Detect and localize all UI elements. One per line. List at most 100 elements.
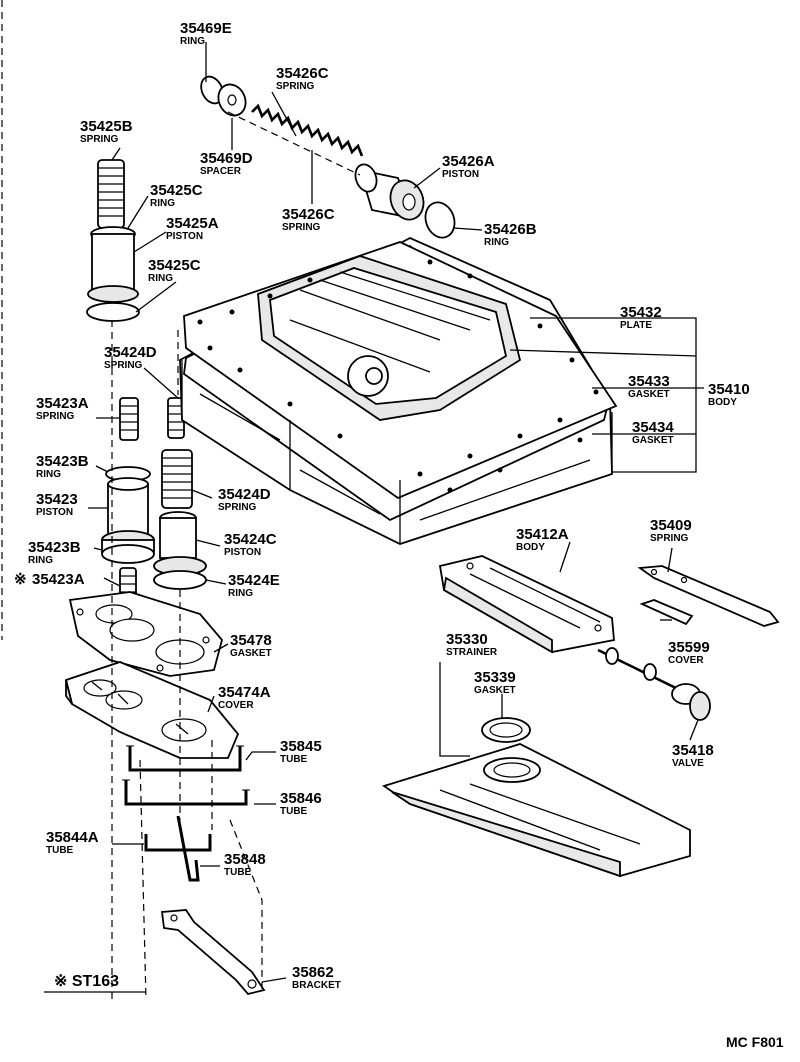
tube-35846-part	[122, 779, 250, 806]
part-number: 35844A	[46, 829, 99, 846]
part-number: 35434	[632, 419, 674, 436]
label-35423: 35423 PISTON	[36, 491, 78, 518]
part-number: 35432	[620, 304, 662, 321]
part-name: STRAINER	[446, 647, 498, 658]
part-number: 35330	[446, 631, 488, 648]
footnote-st163: ※ ST163	[54, 973, 119, 990]
label-35410: 35410 BODY	[708, 381, 750, 408]
part-number: 35469E	[180, 20, 232, 37]
part-number: 35412A	[516, 526, 569, 543]
part-name: GASKET	[230, 648, 272, 659]
label-35845: 35845 TUBE	[280, 738, 322, 765]
part-number: 35418	[672, 742, 714, 759]
part-number: 35423A	[32, 571, 85, 588]
part-number: 35423A	[36, 395, 89, 412]
label-35423a-upper: 35423A SPRING	[36, 395, 89, 422]
part-number: 35426C	[282, 206, 335, 223]
label-35424d-upper: 35424D SPRING	[104, 344, 157, 371]
label-35426b: 35426B RING	[484, 221, 537, 248]
part-number: 35424D	[104, 344, 157, 361]
label-35330: 35330 STRAINER	[446, 631, 498, 658]
part-name: TUBE	[280, 806, 308, 817]
valve-35418-part	[597, 647, 711, 721]
valve-body-35410-part	[179, 237, 618, 545]
ring-35426b-part	[424, 201, 456, 239]
part-name: SPRING	[36, 411, 75, 422]
label-35599: 35599 COVER	[668, 639, 710, 666]
part-name: RING	[228, 588, 253, 599]
label-35469e: 35469E RING	[180, 20, 232, 47]
part-number: 35433	[628, 373, 670, 390]
label-35339: 35339 GASKET	[474, 669, 516, 696]
asterisk-mark: ※	[14, 571, 27, 588]
part-number: 35423B	[36, 453, 89, 470]
part-name: RING	[180, 36, 205, 47]
part-number: 35425B	[80, 118, 133, 135]
part-name: PISTON	[36, 507, 73, 518]
part-name: SPRING	[282, 222, 321, 233]
piston-35424c-part	[153, 511, 207, 590]
label-35433: 35433 GASKET	[628, 373, 670, 400]
part-number: 35474A	[218, 684, 271, 701]
part-number: 35848	[224, 851, 266, 868]
label-35423b-upper: 35423B RING	[36, 453, 89, 480]
part-name: SPRING	[276, 81, 315, 92]
assembly-lines	[1, 0, 361, 1001]
piston-35425a-part	[86, 226, 140, 322]
tube-35844a-part	[144, 834, 212, 852]
part-name: SPRING	[80, 134, 119, 145]
label-35432: 35432 PLATE	[620, 304, 662, 331]
part-number: 35410	[708, 381, 750, 398]
label-35474a: 35474A COVER	[218, 684, 271, 711]
part-number: 35426C	[276, 65, 329, 82]
label-35425c-upper: 35425C RING	[150, 182, 203, 209]
part-name: TUBE	[224, 867, 252, 878]
part-number: 35339	[474, 669, 516, 686]
part-number: 35425C	[150, 182, 203, 199]
label-35469d: 35469D SPACER	[200, 150, 253, 177]
label-35846: 35846 TUBE	[280, 790, 322, 817]
cover-35599-part	[639, 599, 694, 626]
label-35424d-lower: 35424D SPRING	[218, 486, 271, 513]
part-number: 35424D	[218, 486, 271, 503]
piston-35423-part	[101, 466, 155, 564]
leader-lines	[44, 42, 704, 993]
body-35412a-part	[438, 555, 615, 654]
cover-35474a-part	[64, 661, 240, 759]
tube-35848-part	[176, 815, 200, 882]
label-35424e: 35424E RING	[228, 572, 280, 599]
part-name: SPACER	[200, 166, 242, 177]
label-35426a: 35426A PISTON	[442, 153, 495, 180]
label-35425a: 35425A PISTON	[166, 215, 219, 242]
part-name: RING	[28, 555, 53, 566]
part-name: COVER	[218, 700, 254, 711]
part-name: TUBE	[46, 845, 74, 856]
label-35424c: 35424C PISTON	[224, 531, 277, 558]
part-number: 35599	[668, 639, 710, 656]
part-number: 35426B	[484, 221, 537, 238]
label-35425b: 35425B SPRING	[80, 118, 133, 145]
part-number: 35425A	[166, 215, 219, 232]
label-35409: 35409 SPRING	[650, 517, 692, 544]
drawing-code: MC F801	[726, 1034, 784, 1050]
part-name: SPRING	[650, 533, 689, 544]
label-35426c-upper: 35426C SPRING	[276, 65, 329, 92]
label-35434: 35434 GASKET	[632, 419, 674, 446]
gasket-35478-part	[68, 591, 223, 677]
part-name: BODY	[708, 397, 737, 408]
part-name: GASKET	[474, 685, 516, 696]
label-35862: 35862 BRACKET	[292, 964, 341, 991]
part-name: SPRING	[218, 502, 257, 513]
part-name: RING	[148, 273, 173, 284]
part-name: PISTON	[166, 231, 203, 242]
part-name: PISTON	[224, 547, 261, 558]
spacer-35469d-part	[217, 83, 247, 117]
part-name: PLATE	[620, 320, 652, 331]
strainer-35330-part	[381, 743, 691, 878]
label-35425c-lower: 35425C RING	[148, 257, 201, 284]
part-number: 35409	[650, 517, 692, 534]
label-35848: 35848 TUBE	[224, 851, 266, 878]
part-number: 35423B	[28, 539, 81, 556]
part-number: 35423	[36, 491, 78, 508]
piston-35426a-part	[354, 163, 425, 221]
